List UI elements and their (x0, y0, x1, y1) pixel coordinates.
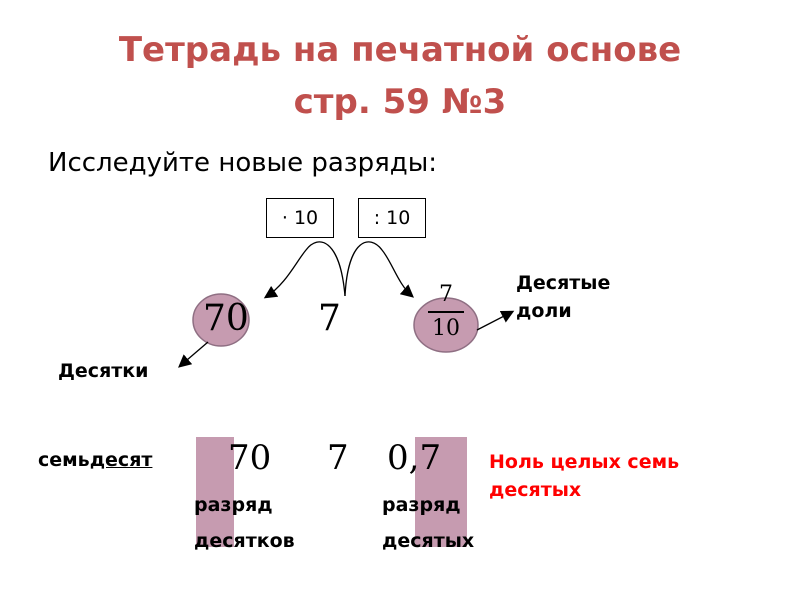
divide-by-ten-box: : 10 (358, 198, 426, 238)
word-seventy: семьдесят (38, 446, 152, 474)
multiply-by-ten-box: · 10 (266, 198, 334, 238)
arrow-to-tens (263, 241, 346, 299)
tens-rank-highlight (196, 437, 234, 547)
arrow-to-tens-label (178, 341, 209, 368)
number-seventy: 70 (203, 298, 249, 339)
slide-title-line1: Тетрадь на печатной основе (118, 30, 682, 70)
bottom-number-seven: 7 (327, 438, 349, 478)
tens-highlight-circle (192, 293, 250, 347)
rank-tens-line2: десятков (194, 530, 295, 552)
tenths-rank-highlight (415, 437, 467, 547)
bottom-number-seventy: 70 (228, 438, 272, 478)
word-seventy-prefix: семь (38, 449, 90, 471)
rank-tenths-line1: разряд (382, 494, 461, 516)
label-tens: Десятки (58, 360, 149, 382)
fraction-bar (428, 311, 464, 313)
fraction-denominator: 10 (432, 316, 460, 341)
bottom-number-decimal: 0,7 (387, 438, 442, 478)
instruction-text: Исследуйте новые разряды: (48, 148, 438, 178)
decimal-reading-line2: десятых (489, 479, 582, 501)
arrow-to-tenths (344, 241, 414, 298)
rank-tenths-line2: десятых (382, 530, 475, 552)
word-seventy-suffix: десят (89, 449, 153, 471)
slide-title-line2: стр. 59 №3 (293, 82, 507, 122)
number-seven: 7 (318, 298, 341, 339)
label-tenths-line1: Десятые (516, 272, 611, 294)
decimal-reading-line1: Ноль целых семь (489, 451, 680, 473)
rank-tens-line1: разряд (194, 494, 273, 516)
arrow-to-tenths-label (476, 310, 515, 331)
fraction-numerator: 7 (439, 282, 453, 307)
label-tenths-line2: доли (516, 300, 572, 322)
